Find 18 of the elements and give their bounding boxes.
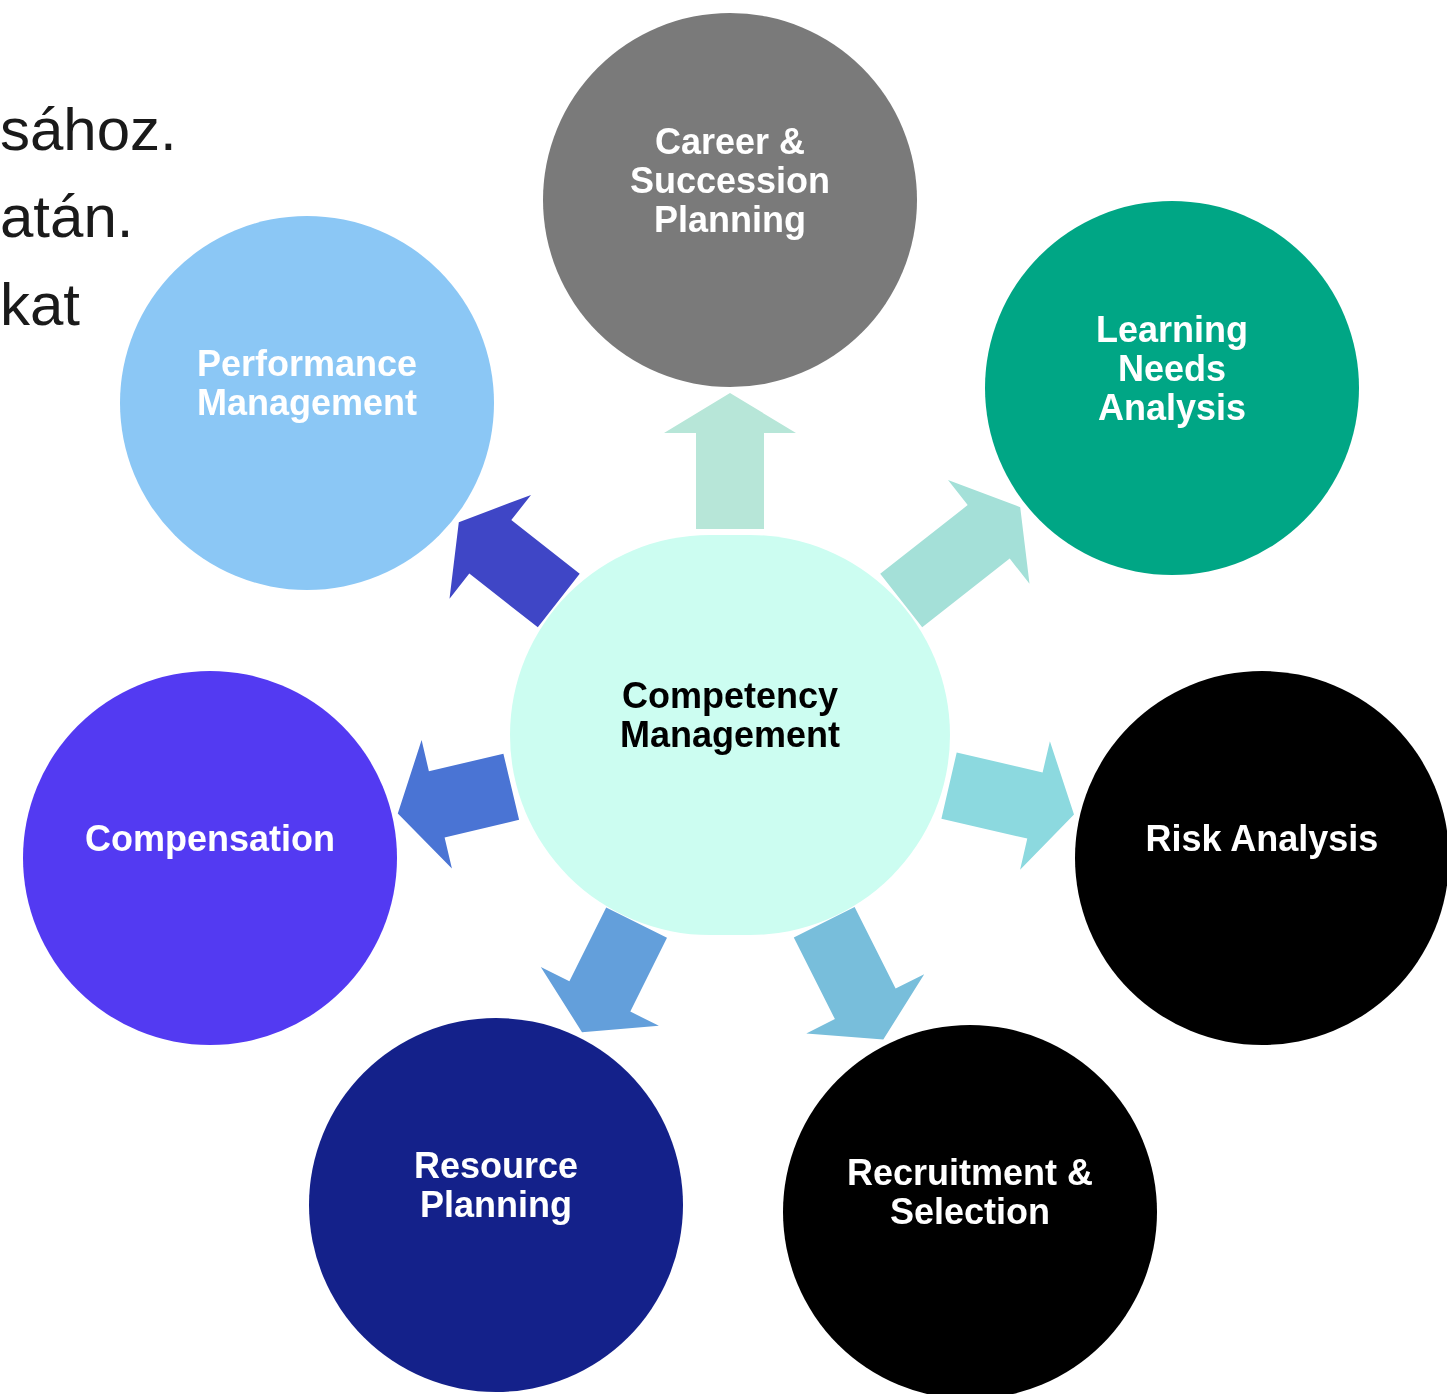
text-fragment: kat <box>0 270 81 340</box>
circle-label: Performance Management <box>195 344 419 422</box>
circle-label: Resource Planning <box>412 1146 580 1224</box>
block-arrow <box>449 494 580 628</box>
circle-label: Competency Management <box>618 676 841 754</box>
circle-label: Risk Analysis <box>1145 818 1379 858</box>
block-arrow <box>793 907 925 1040</box>
text-fragment: sához. <box>0 95 177 165</box>
text-fragment: atán. <box>0 182 134 252</box>
circle-label: Career & Succession Planning <box>628 121 832 239</box>
circle-label: Recruitment & Selection <box>845 1153 1094 1231</box>
block-arrow <box>397 740 520 869</box>
circle-label: Learning Needs Analysis <box>1095 309 1249 427</box>
block-arrow <box>664 393 796 529</box>
block-arrow <box>941 741 1074 870</box>
block-arrow <box>540 907 667 1033</box>
circle-label: Compensation <box>85 818 335 858</box>
block-arrow <box>880 480 1030 628</box>
